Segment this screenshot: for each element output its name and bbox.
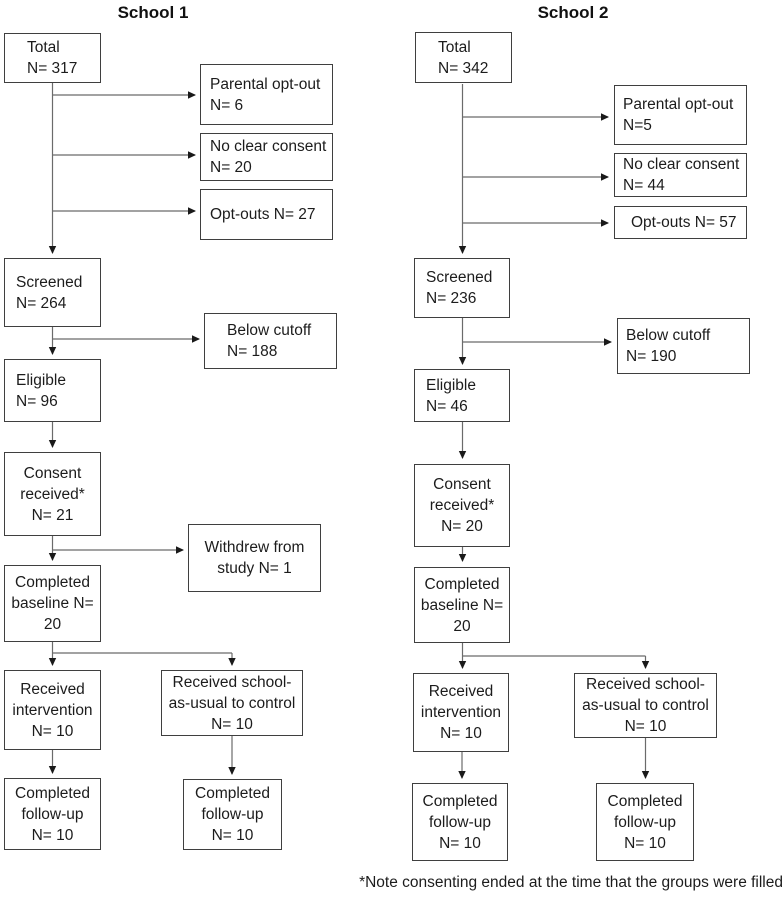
node-s2-opt-outs: Opt-outs N= 57 [614,206,747,239]
node-s1-followup-control: Completed follow-up N= 10 [183,779,282,850]
node-s2-followup-control: Completed follow-up N= 10 [596,783,694,861]
node-s1-opt-outs: Opt-outs N= 27 [200,189,333,240]
node-s2-completed-baseline: Completed baseline N= 20 [414,567,510,643]
node-s1-received-intervention: Received intervention N= 10 [4,670,101,750]
node-s1-completed-baseline: Completed baseline N= 20 [4,565,101,642]
node-s2-total: Total N= 342 [415,32,512,83]
node-s2-below-cutoff: Below cutoff N= 190 [617,318,750,374]
node-s1-no-clear-consent: No clear consent N= 20 [200,133,333,181]
node-s2-received-intervention: Received intervention N= 10 [413,673,509,752]
node-s2-received-control: Received school- as-usual to control N= … [574,673,717,738]
node-s1-parental-opt-out: Parental opt-out N= 6 [200,64,333,125]
node-s2-eligible: Eligible N= 46 [414,369,510,422]
consent-footnote: *Note consenting ended at the time that … [359,874,783,891]
school1-title: School 1 [117,3,189,22]
node-s2-followup-intervention: Completed follow-up N= 10 [412,783,508,861]
node-s2-screened: Screened N= 236 [414,258,510,318]
node-s1-below-cutoff: Below cutoff N= 188 [204,313,337,369]
node-s1-followup-intervention: Completed follow-up N= 10 [4,778,101,850]
node-s1-total: Total N= 317 [4,33,101,83]
node-s2-parental-opt-out: Parental opt-out N=5 [614,85,747,145]
node-s1-withdrew: Withdrew from study N= 1 [188,524,321,592]
node-s1-received-control: Received school- as-usual to control N= … [161,670,303,736]
node-s1-eligible: Eligible N= 96 [4,359,101,422]
node-s2-no-clear-consent: No clear consent N= 44 [614,153,747,197]
node-s1-consent-received: Consent received* N= 21 [4,452,101,536]
node-s1-screened: Screened N= 264 [4,258,101,327]
school2-title: School 2 [537,3,609,22]
node-s2-consent-received: Consent received* N= 20 [414,464,510,547]
